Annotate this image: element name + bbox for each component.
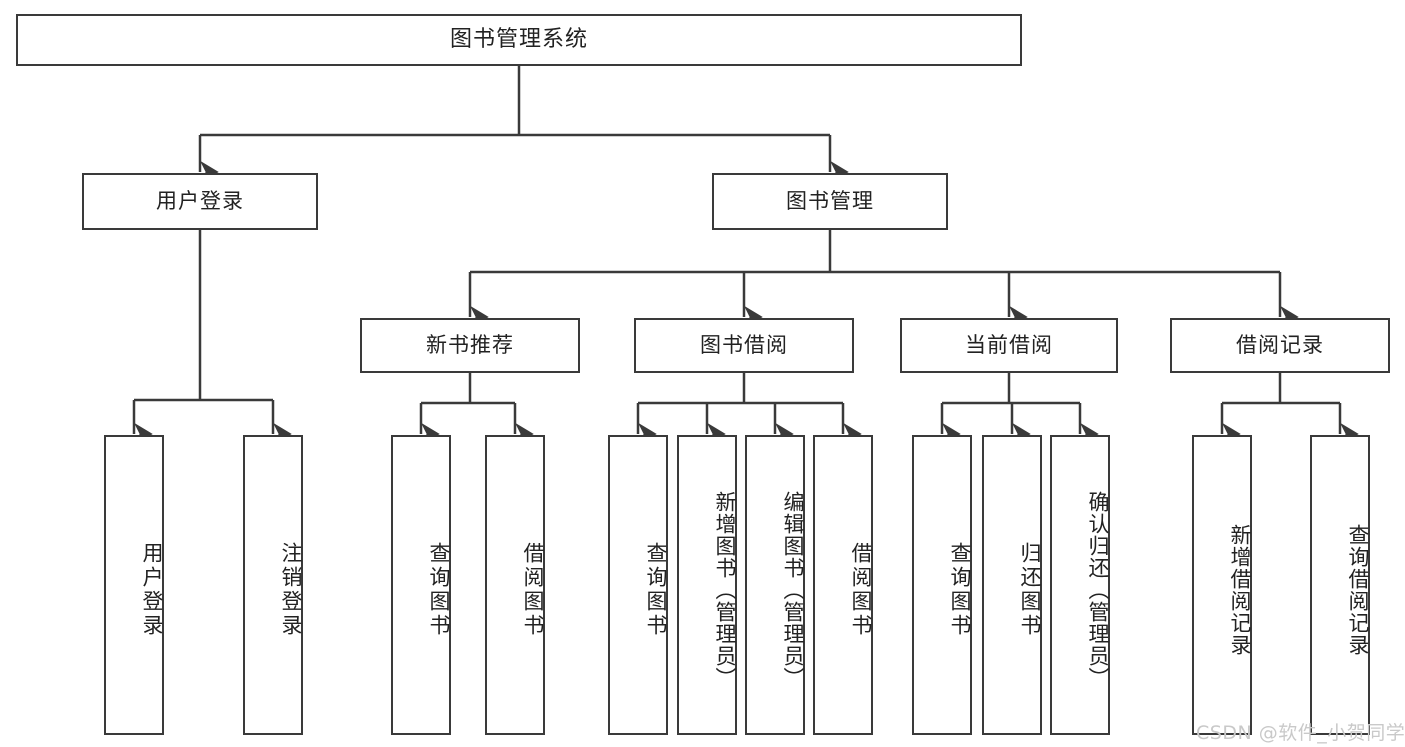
leaf-query-book-1[interactable]: 查询图书	[391, 435, 451, 735]
leaf-borrow-book-1[interactable]: 借阅图书	[485, 435, 545, 735]
csdn-watermark: CSDN @软件_小贺同学	[1196, 722, 1405, 744]
leaf-borrow-book-2[interactable]: 借阅图书	[813, 435, 873, 735]
leaf-user-logout[interactable]: 注销登录	[243, 435, 303, 735]
node-current-borrow[interactable]: 当前借阅	[900, 318, 1118, 373]
leaf-add-record[interactable]: 新增借阅记录	[1192, 435, 1252, 735]
leaf-edit-book[interactable]: 编辑图书（管理员）	[745, 435, 805, 735]
node-root[interactable]: 图书管理系统	[16, 14, 1022, 66]
leaf-confirm-return[interactable]: 确认归还（管理员）	[1050, 435, 1110, 735]
leaf-add-book[interactable]: 新增图书（管理员）	[677, 435, 737, 735]
leaf-query-record[interactable]: 查询借阅记录	[1310, 435, 1370, 735]
node-book-manage[interactable]: 图书管理	[712, 173, 948, 230]
node-new-book-recommend[interactable]: 新书推荐	[360, 318, 580, 373]
node-user-login[interactable]: 用户登录	[82, 173, 318, 230]
leaf-query-book-3[interactable]: 查询图书	[912, 435, 972, 735]
leaf-query-book-2[interactable]: 查询图书	[608, 435, 668, 735]
node-borrow-record[interactable]: 借阅记录	[1170, 318, 1390, 373]
leaf-user-login[interactable]: 用户登录	[104, 435, 164, 735]
node-book-borrow[interactable]: 图书借阅	[634, 318, 854, 373]
leaf-return-book[interactable]: 归还图书	[982, 435, 1042, 735]
